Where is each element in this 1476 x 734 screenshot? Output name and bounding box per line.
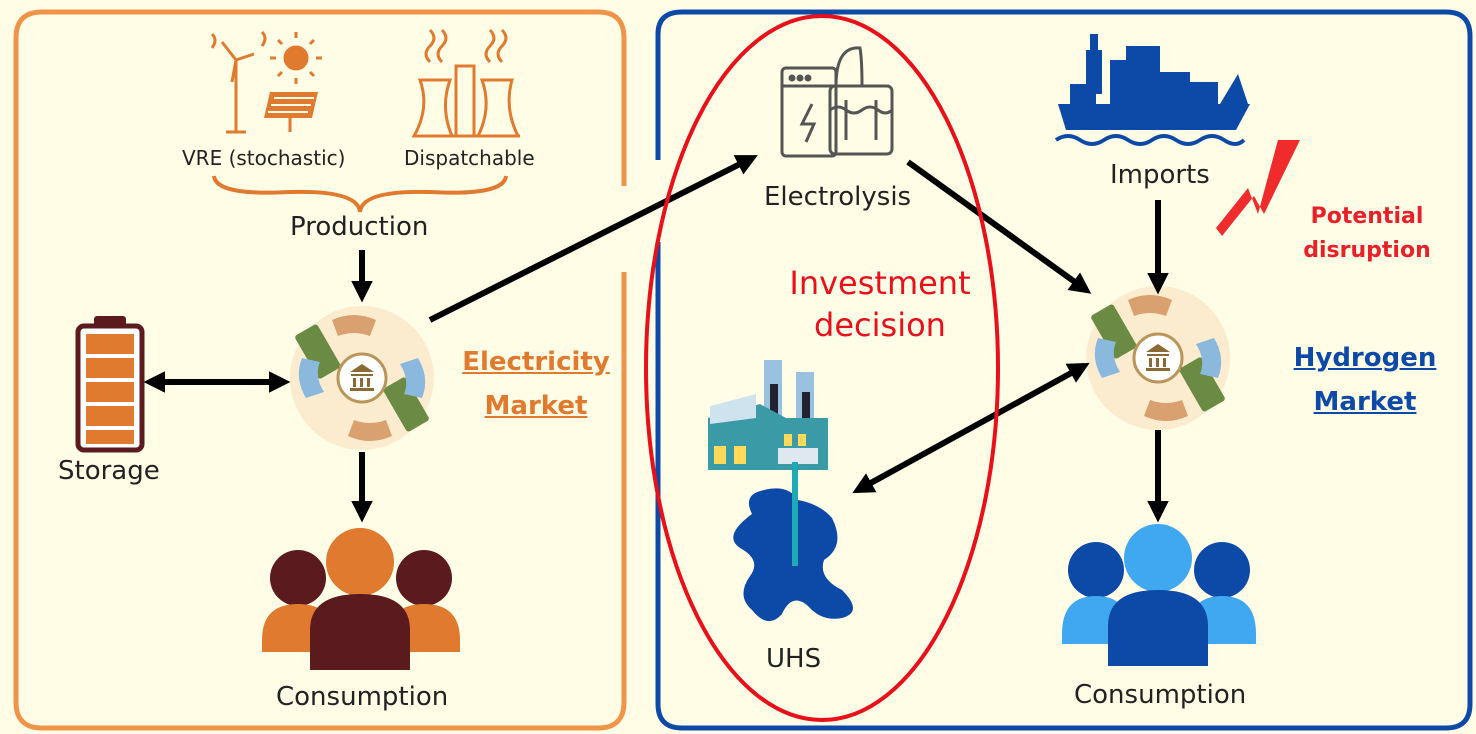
potential-disruption-label: Potential disruption [1302,200,1432,268]
vre-label: VRE (stochastic) [182,146,346,170]
production-label: Production [290,212,429,242]
hydrogen-market-label: Hydrogen Market [1290,336,1440,424]
electricity-market-label: Electricity Market [458,340,614,428]
market-exchange-icon [1084,284,1232,432]
reservoir-icon [733,462,853,622]
production-brace [212,175,508,213]
investment-decision-label: Investment decision [770,262,990,346]
flow-arrows [143,155,1169,523]
investment-line2: decision [814,306,946,344]
people-icon [262,528,460,670]
uhs-label: UHS [766,644,822,674]
electricity-market-line2: Market [484,391,588,421]
people-icon [1062,524,1256,666]
hydrogen-panel-frame [655,9,1473,731]
disruption-line2: disruption [1303,238,1431,263]
electricity-market-line1: Electricity [462,347,610,377]
ship-icon [1054,34,1250,146]
hydrogen-consumption-label: Consumption [1074,680,1247,710]
hydrogen-market-line1: Hydrogen [1293,343,1437,373]
hydrogen-market-line2: Market [1313,387,1417,417]
factory-icon [708,360,828,470]
investment-line1: Investment [789,264,971,302]
imports-label: Imports [1110,160,1210,190]
electrolyzer-icon [780,46,894,158]
arrow-electrolysis-to-h2market [906,159,1092,294]
electricity-panel-frame [13,9,627,731]
arrow-uhs-h2market [852,362,1090,494]
dispatchable-label: Dispatchable [404,146,535,170]
lightning-icon [1216,140,1300,236]
disruption-line1: Potential [1310,204,1424,229]
market-exchange-icon [288,304,436,452]
power-plant-icon [411,28,521,138]
battery-icon [75,316,145,453]
electrolysis-label: Electrolysis [764,182,912,212]
wind-solar-icon [210,30,322,134]
electricity-consumption-label: Consumption [276,682,449,712]
arrow-market-to-electrolysis [428,155,758,323]
investment-ellipse [644,14,1000,722]
storage-label: Storage [58,456,160,486]
